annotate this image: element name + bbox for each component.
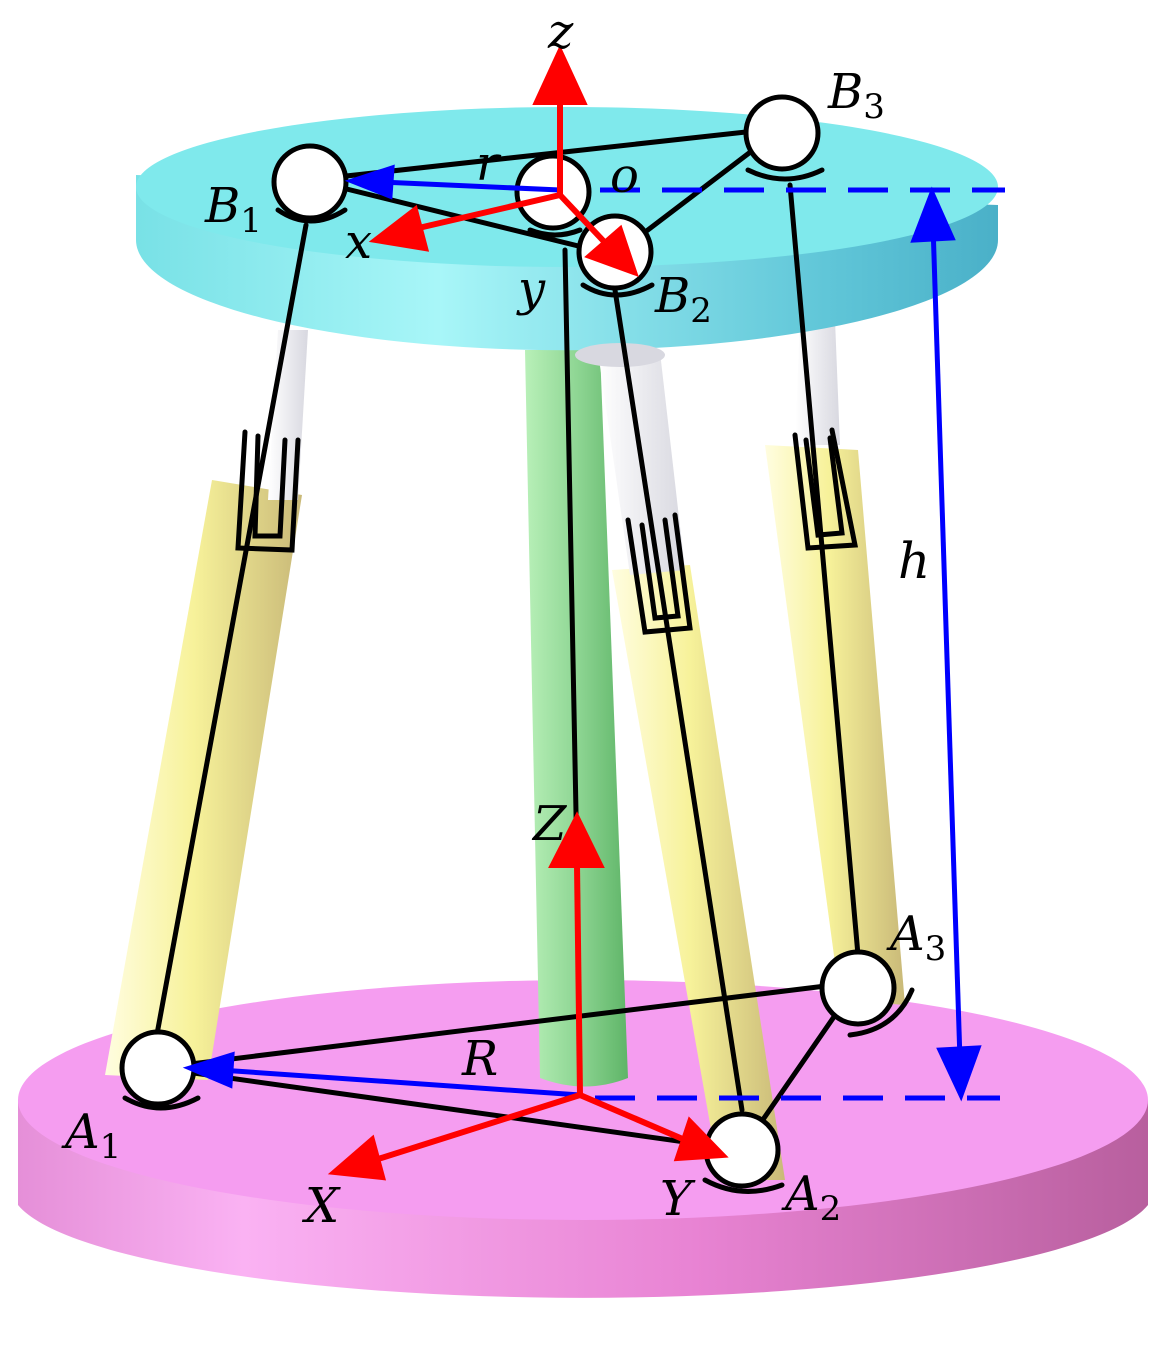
text-labels: z x y o r Z X Y R h B1 B2 B3 A1 A2 A3 bbox=[61, 4, 946, 1234]
radius-R-arrowhead bbox=[182, 1051, 235, 1089]
label-B2: B2 bbox=[654, 268, 712, 331]
label-Y-lower: Y bbox=[660, 1171, 696, 1227]
prismatic-joint-2-inner bbox=[639, 517, 681, 621]
label-z-upper: z bbox=[547, 4, 574, 60]
joint-B1 bbox=[271, 143, 349, 221]
joint-arc-B1 bbox=[275, 207, 348, 224]
label-r-radius: r bbox=[476, 136, 502, 192]
label-B2-letter: B bbox=[654, 268, 690, 324]
joint-A3 bbox=[819, 949, 897, 1027]
axis-X-lower-arrowhead bbox=[327, 1134, 387, 1181]
axis-Z-lower-arrowhead bbox=[548, 811, 605, 868]
height-h-arrowhead-bottom bbox=[936, 1045, 982, 1102]
joint-arc-o bbox=[527, 227, 583, 238]
label-x-upper: x bbox=[345, 214, 372, 270]
label-A2-index: 2 bbox=[820, 1189, 842, 1229]
radius-r-arrowhead bbox=[344, 164, 395, 200]
axis-Y-lower-arrowhead bbox=[673, 1116, 729, 1162]
label-B3-letter: B bbox=[827, 64, 863, 120]
kinematic-links bbox=[152, 124, 864, 1153]
label-A3-letter: A bbox=[886, 906, 925, 962]
prismatic-joint-1 bbox=[235, 429, 301, 553]
joint-B3 bbox=[743, 94, 821, 172]
label-A2: A2 bbox=[781, 1166, 841, 1229]
leg-2 bbox=[612, 287, 745, 1113]
prismatic-joint-3 bbox=[792, 427, 859, 551]
height-h-line bbox=[930, 224, 963, 1061]
prismatic-joint-1-inner bbox=[252, 433, 288, 539]
label-B1: B1 bbox=[204, 178, 262, 241]
actuator-cylinder-2 bbox=[612, 565, 785, 1180]
axis-y-upper-arrowhead bbox=[584, 224, 639, 277]
label-A2-letter: A bbox=[781, 1166, 820, 1222]
dimension-lines bbox=[182, 164, 1005, 1102]
joint-arc-A1 bbox=[122, 1095, 201, 1111]
prismatic-joint-2 bbox=[625, 512, 693, 635]
label-A3: A3 bbox=[886, 906, 946, 969]
joints bbox=[119, 94, 897, 1189]
label-X-lower: X bbox=[301, 1178, 341, 1234]
joint-arc-B3 bbox=[745, 167, 825, 182]
label-A1: A1 bbox=[61, 1104, 121, 1167]
leg-3 bbox=[787, 182, 861, 958]
base-triangle bbox=[155, 978, 864, 1153]
actuator-cylinder-3 bbox=[765, 445, 905, 1005]
base-platform bbox=[18, 980, 1148, 1298]
label-B3-index: 3 bbox=[863, 87, 885, 127]
label-R-radius: R bbox=[461, 1031, 498, 1087]
prismatic-joint-3-inner bbox=[803, 435, 845, 538]
axis-x-upper-arrowhead bbox=[368, 204, 430, 252]
height-h-arrowhead-top bbox=[910, 186, 956, 243]
upper-platform-hub bbox=[575, 343, 665, 367]
label-y-upper: y bbox=[516, 261, 546, 317]
joint-A1 bbox=[119, 1029, 197, 1107]
label-Z-lower: Z bbox=[531, 796, 568, 852]
label-B1-index: 1 bbox=[240, 201, 262, 241]
label-A1-index: 1 bbox=[100, 1127, 122, 1167]
joint-arc-A2 bbox=[702, 1177, 785, 1194]
joint-arc-B2 bbox=[580, 282, 655, 298]
joint-arc-A3 bbox=[847, 987, 915, 1038]
axis-z-upper-arrowhead bbox=[532, 44, 588, 105]
label-A1-letter: A bbox=[61, 1104, 100, 1160]
center-link bbox=[562, 247, 581, 918]
actuator-rod-1 bbox=[268, 330, 308, 500]
radius-r-line bbox=[379, 179, 561, 193]
joint-arcs bbox=[122, 167, 915, 1194]
leg-1 bbox=[152, 222, 309, 1048]
label-o-upper: o bbox=[610, 148, 639, 204]
label-B3: B3 bbox=[827, 64, 885, 127]
axis-x-upper bbox=[409, 192, 561, 233]
label-B1-letter: B bbox=[204, 178, 240, 234]
axis-X-lower bbox=[374, 1092, 581, 1163]
axis-Y-lower bbox=[578, 1092, 687, 1143]
coordinate-axes bbox=[327, 44, 729, 1181]
axis-Z-lower bbox=[574, 864, 583, 1096]
label-A3-index: 3 bbox=[925, 929, 947, 969]
radius-R-line bbox=[219, 1067, 581, 1098]
base-platform-top bbox=[18, 980, 1148, 1220]
label-h-height: h bbox=[898, 532, 930, 590]
label-B2-index: 2 bbox=[690, 291, 712, 331]
